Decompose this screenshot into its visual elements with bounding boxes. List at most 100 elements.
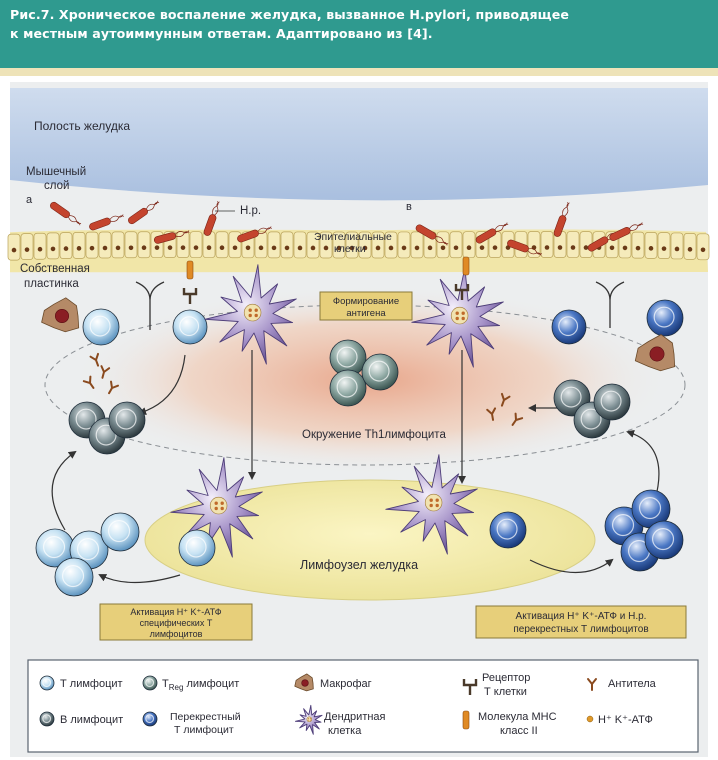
cross-activation-label-1: Активация H⁺ K⁺-АТФ и H.p.	[516, 611, 647, 622]
dendritic-cell	[385, 454, 478, 555]
epithelial-cell	[7, 233, 21, 261]
h-pylori-bacteria	[50, 200, 644, 256]
epithelial-nucleus	[258, 245, 264, 251]
epithelial-nucleus	[297, 245, 303, 251]
t-lymphocyte	[100, 512, 140, 552]
antibody	[89, 352, 100, 367]
h-pylori-bacterium	[553, 202, 570, 237]
dendritic-cell	[294, 704, 323, 735]
epithelial-nucleus	[427, 245, 433, 251]
antibody	[100, 365, 111, 379]
arrow-node-to-cross	[529, 558, 614, 574]
t-lymphocyte	[54, 557, 94, 597]
epithelial-nucleus	[414, 245, 420, 251]
h-pylori-bacterium	[507, 239, 542, 256]
epithelial-nucleus	[635, 245, 641, 251]
epithelial-nucleus	[700, 247, 706, 253]
epithelial-nucleus	[63, 246, 69, 251]
epithelial-nucleus	[687, 247, 693, 252]
epithelial-cell	[280, 231, 294, 259]
dendritic-cell	[204, 264, 297, 365]
epithelial-nucleus	[206, 245, 212, 250]
legend-treg-main: T	[162, 678, 169, 690]
legend-icons	[39, 673, 597, 735]
epithelial-cell	[345, 231, 359, 259]
treg-lymphocyte	[142, 675, 158, 691]
tcr-connectors	[135, 281, 625, 330]
antibody	[511, 412, 524, 426]
epithelial-nucleus	[388, 245, 394, 251]
mhc-class-ii	[462, 256, 470, 276]
h-pylori-bacterium	[89, 214, 124, 231]
legend-cross-2: Т лимфоцит	[174, 724, 234, 736]
t-lymphocyte	[39, 675, 55, 691]
mhc-class-ii	[462, 710, 470, 730]
h-pylori-bacterium	[153, 230, 190, 244]
epithelial-nucleus	[89, 245, 95, 251]
legend-b-lymph: В лимфоцит	[60, 714, 123, 726]
cross-t-lymphocyte	[551, 309, 587, 345]
epithelial-nucleus	[583, 245, 589, 250]
t-activation-label-2: специфических Т	[140, 618, 213, 628]
epithelial-cell	[85, 231, 99, 259]
antibody	[108, 380, 119, 395]
epithelial-cell	[631, 231, 645, 259]
panel-label-b: в	[406, 201, 412, 213]
h-pylori-bacterium	[203, 201, 220, 236]
h-pylori-bacterium	[415, 224, 449, 246]
arrow-cross-to-b	[626, 429, 660, 501]
epithelial-nucleus	[336, 245, 342, 251]
epithelial-cell	[72, 232, 86, 259]
lymph-node-label: Лимфоузел желудка	[300, 558, 418, 572]
b-lymphocyte	[593, 383, 631, 421]
legend-mhc-2: класс II	[500, 725, 538, 737]
t-lymphocyte	[178, 529, 216, 567]
t-activation-box	[99, 603, 253, 641]
macrophage	[41, 297, 80, 333]
epithelial-cell	[319, 231, 333, 259]
b-lymphocyte	[39, 711, 55, 727]
epithelial-nucleus	[310, 245, 316, 251]
antigen-box-label-1: Формирование	[333, 296, 399, 307]
epithelial-cell	[59, 232, 73, 259]
arrow-node-to-tcells	[98, 574, 181, 584]
tcr-receptor	[462, 679, 478, 695]
epithelial-nucleus	[284, 245, 290, 251]
legend-tcr-2: Т клетки	[484, 686, 527, 698]
epithelial-cell	[111, 231, 125, 259]
legend-dendritic-2: клетка	[328, 725, 362, 737]
stomach-lumen	[10, 88, 708, 201]
dendritic-cell	[170, 457, 263, 558]
antibody	[486, 407, 497, 421]
epithelial-nucleus	[661, 246, 667, 251]
epithelial-cell	[566, 231, 580, 258]
epithelial-nucleus	[401, 245, 407, 251]
epithelial-nucleus	[466, 245, 472, 251]
epithelial-nucleus	[271, 245, 277, 251]
lamina-propria-label-1: Собственная	[20, 263, 90, 275]
legend-mhc-1: Молекула МНС	[478, 711, 557, 723]
b-lymphocyte	[108, 401, 146, 439]
legend-box	[27, 659, 699, 753]
epithelial-nucleus	[245, 245, 251, 251]
epithelial-cell	[306, 231, 320, 259]
epithelial-cell	[137, 231, 151, 259]
epithelial-nucleus	[232, 245, 238, 251]
epithelial-cell	[371, 231, 385, 259]
cross-t-lymphocyte	[644, 520, 684, 560]
t-activation-label-1: Активация H⁺ K⁺-АТФ	[130, 607, 221, 617]
caption-line-2: к местным аутоиммунным ответам. Адаптиро…	[10, 26, 433, 41]
immune-cells	[35, 256, 684, 597]
epithelial-cell	[215, 231, 229, 259]
epithelial-cell	[397, 231, 411, 259]
epithelial-nucleus	[375, 245, 381, 251]
legend-treg-rest: лимфоцит	[183, 678, 239, 690]
macrophage	[294, 673, 314, 692]
epithelial-cell	[683, 232, 697, 260]
epithelial-nucleus	[102, 245, 108, 251]
epithelial-label-2: клетки	[334, 243, 366, 255]
panel-label-a: а	[26, 194, 33, 206]
h-pylori-bacterium	[50, 201, 82, 226]
epithelial-cell	[644, 231, 658, 259]
legend-treg: TReg лимфоцит	[162, 678, 239, 692]
